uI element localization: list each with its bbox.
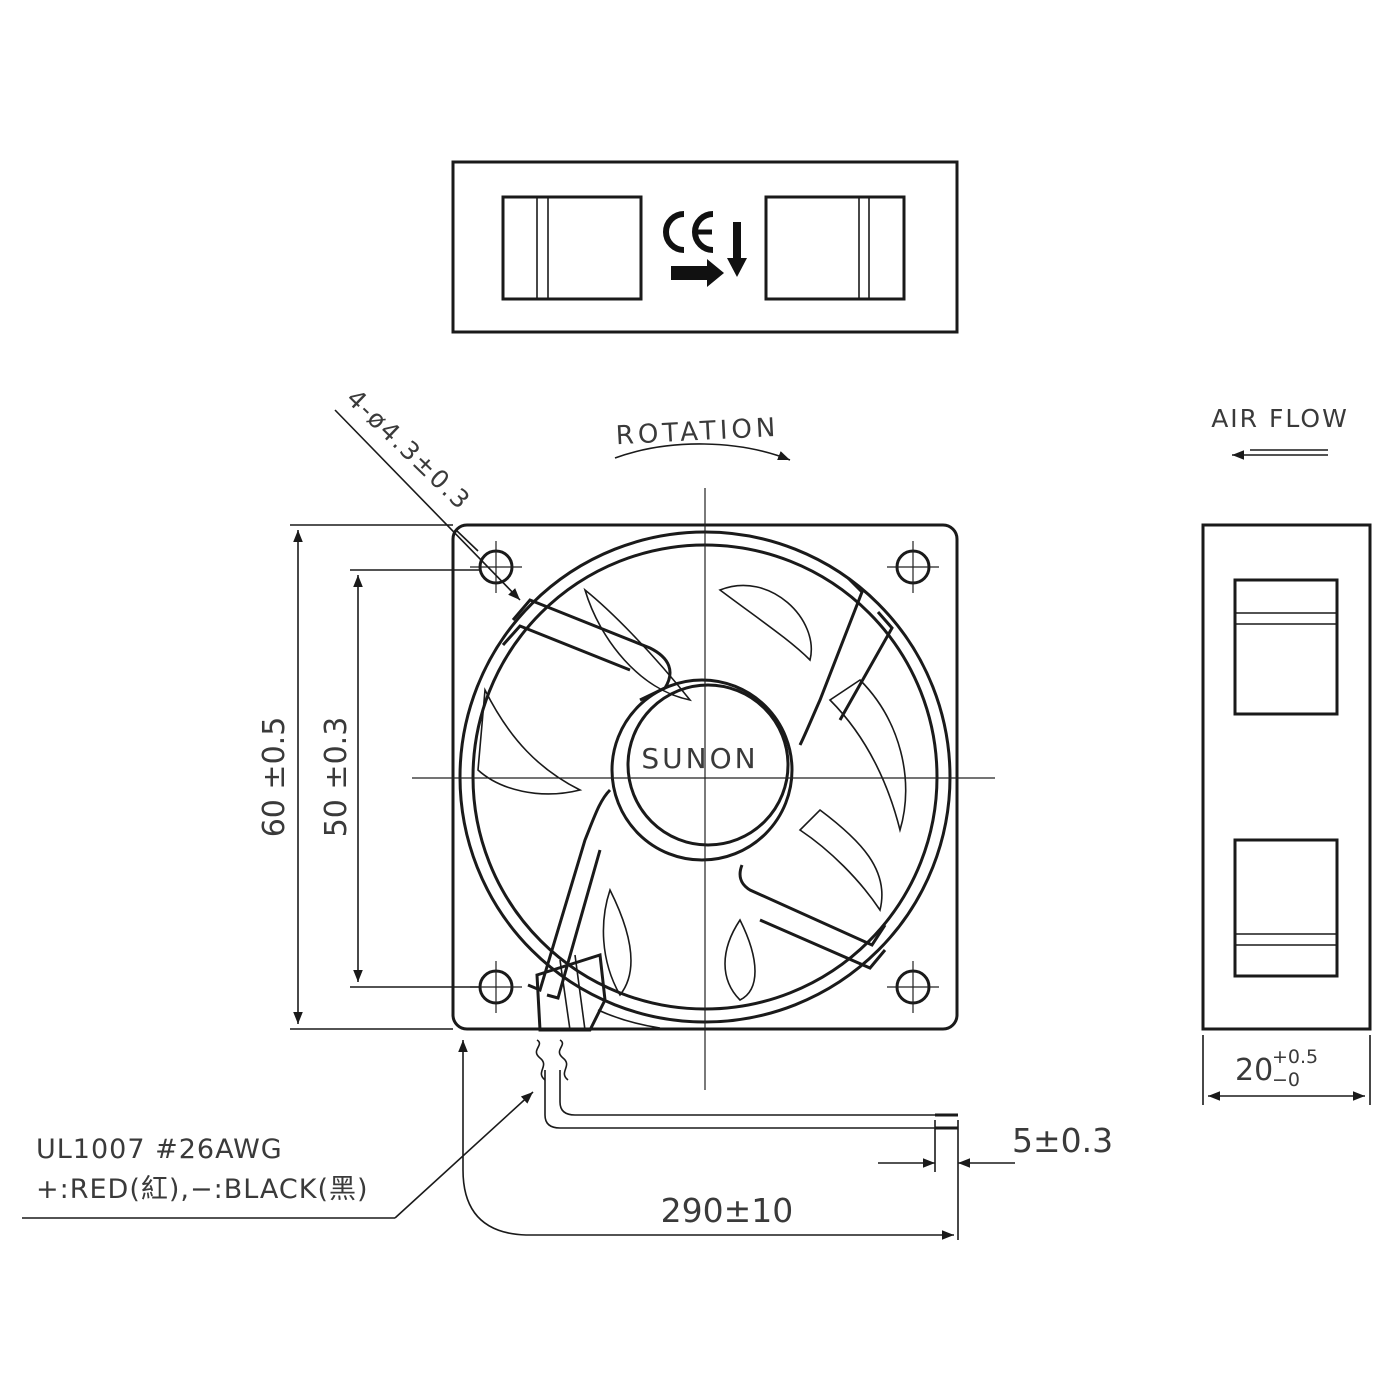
dim-lead-length-label: 290±10 bbox=[661, 1191, 794, 1230]
hub-inner bbox=[626, 683, 790, 847]
rotation-arrow-icon bbox=[614, 443, 791, 461]
dim-overall-height-label: 60 ±0.5 bbox=[257, 717, 292, 838]
dim-depth-label: 20 bbox=[1235, 1053, 1273, 1088]
direction-arrows-icon bbox=[671, 222, 747, 287]
dimension-depth: 20 +0.5 −0 bbox=[1202, 1035, 1371, 1105]
side-view-outline bbox=[1201, 523, 1372, 1031]
fan-blades bbox=[477, 584, 907, 1001]
hub-brand-label: SUNON bbox=[641, 742, 758, 775]
support-struts bbox=[501, 576, 894, 1000]
polarity-label: +:RED(紅),−:BLACK(黑) bbox=[36, 1174, 369, 1205]
hole-callout-tick bbox=[455, 529, 479, 552]
front-view: SUNON ROTATION bbox=[257, 383, 995, 1090]
hole-callout-leader bbox=[334, 409, 521, 601]
dimension-lead-length: 290±10 bbox=[458, 1040, 954, 1240]
dim-hole-pitch-label: 50 ±0.3 bbox=[319, 717, 354, 838]
airflow-label: AIR FLOW bbox=[1211, 404, 1349, 433]
dim-depth-tol-upper: +0.5 bbox=[1272, 1046, 1318, 1068]
lead-wires bbox=[535, 1039, 958, 1130]
cable-spec-label: UL1007 #26AWG bbox=[36, 1134, 283, 1165]
ce-mark-icon bbox=[663, 211, 714, 253]
dimension-hole-pitch: 50 ±0.3 bbox=[319, 569, 480, 988]
side-view: AIR FLOW 20 +0.5 −0 bbox=[1201, 404, 1372, 1105]
dim-depth-tol-lower: −0 bbox=[1272, 1069, 1300, 1091]
top-view-outline bbox=[451, 160, 959, 334]
hub-outer bbox=[610, 678, 794, 862]
top-view-left-opening bbox=[501, 195, 643, 301]
top-view-right-opening bbox=[764, 195, 906, 301]
hole-callout-label: 4-ø4.3±0.3 bbox=[341, 383, 477, 515]
dimension-strip-length: 5±0.3 bbox=[878, 1120, 1113, 1240]
lead-wire-exit bbox=[535, 953, 661, 1032]
dimension-overall-height: 60 ±0.5 bbox=[257, 524, 453, 1030]
side-view-lower-opening bbox=[1233, 838, 1339, 978]
dim-strip-label: 5±0.3 bbox=[1012, 1121, 1113, 1160]
rotation-label: ROTATION bbox=[615, 413, 780, 452]
side-view-upper-opening bbox=[1233, 578, 1339, 716]
top-view bbox=[451, 160, 959, 334]
cable-callout: UL1007 #26AWG +:RED(紅),−:BLACK(黑) bbox=[22, 1091, 534, 1219]
